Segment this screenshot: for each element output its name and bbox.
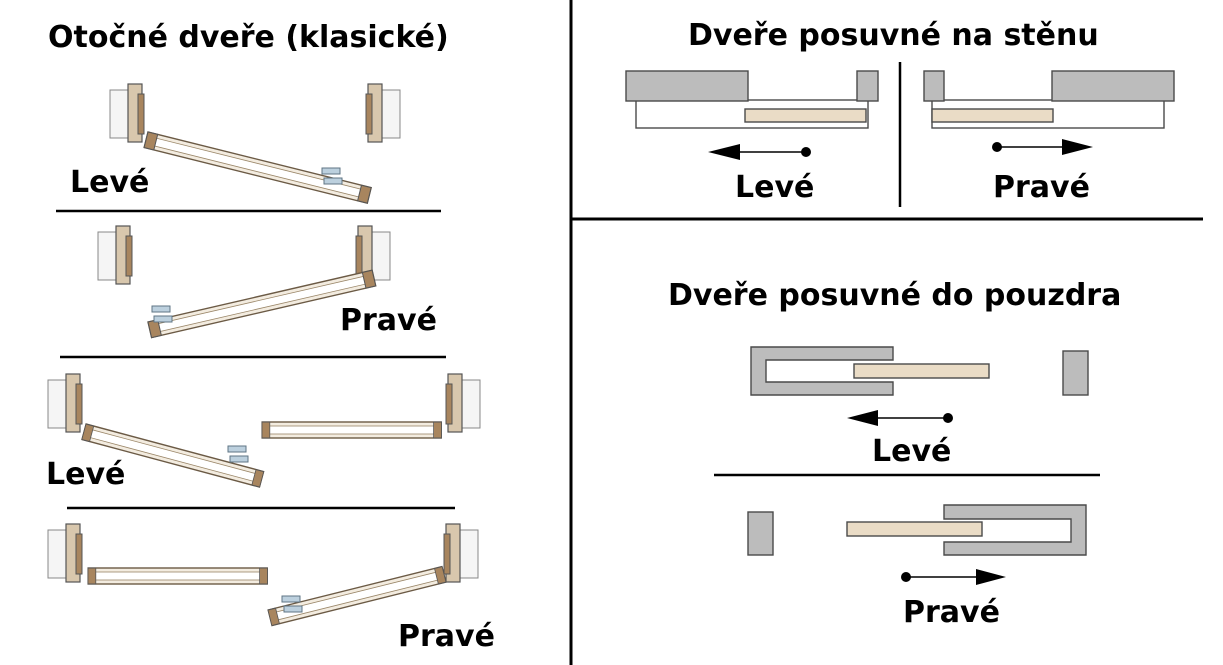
swing-label-2: Pravé [340, 303, 437, 338]
swing-title: Otočné dveře (klasické) [48, 20, 449, 55]
swing-label-3: Levé [46, 457, 125, 492]
sliding-wall-diagram-right [923, 70, 1175, 129]
pocket-left-label: Levé [872, 434, 951, 469]
pocket-right-label: Pravé [903, 595, 1000, 630]
swing-diagram-right-2 [47, 523, 479, 627]
arrow-left-wall [708, 144, 811, 160]
sliding-wall-left-label: Levé [735, 170, 814, 205]
arrow-left-pocket [847, 410, 953, 426]
sliding-wall-right-label: Pravé [993, 170, 1090, 205]
sliding-wall-title: Dveře posuvné na stěnu [688, 18, 1099, 53]
pocket-diagram-left [750, 346, 1089, 396]
pocket-title: Dveře posuvné do pouzdra [668, 278, 1121, 313]
swing-diagram-left-1 [109, 83, 401, 204]
arrow-right-wall [992, 139, 1093, 155]
pocket-diagram-right [747, 504, 1087, 556]
sliding-wall-diagram-left [625, 70, 879, 129]
swing-label-1: Levé [70, 165, 149, 200]
arrow-right-pocket [901, 569, 1006, 585]
swing-label-4: Pravé [398, 619, 495, 654]
